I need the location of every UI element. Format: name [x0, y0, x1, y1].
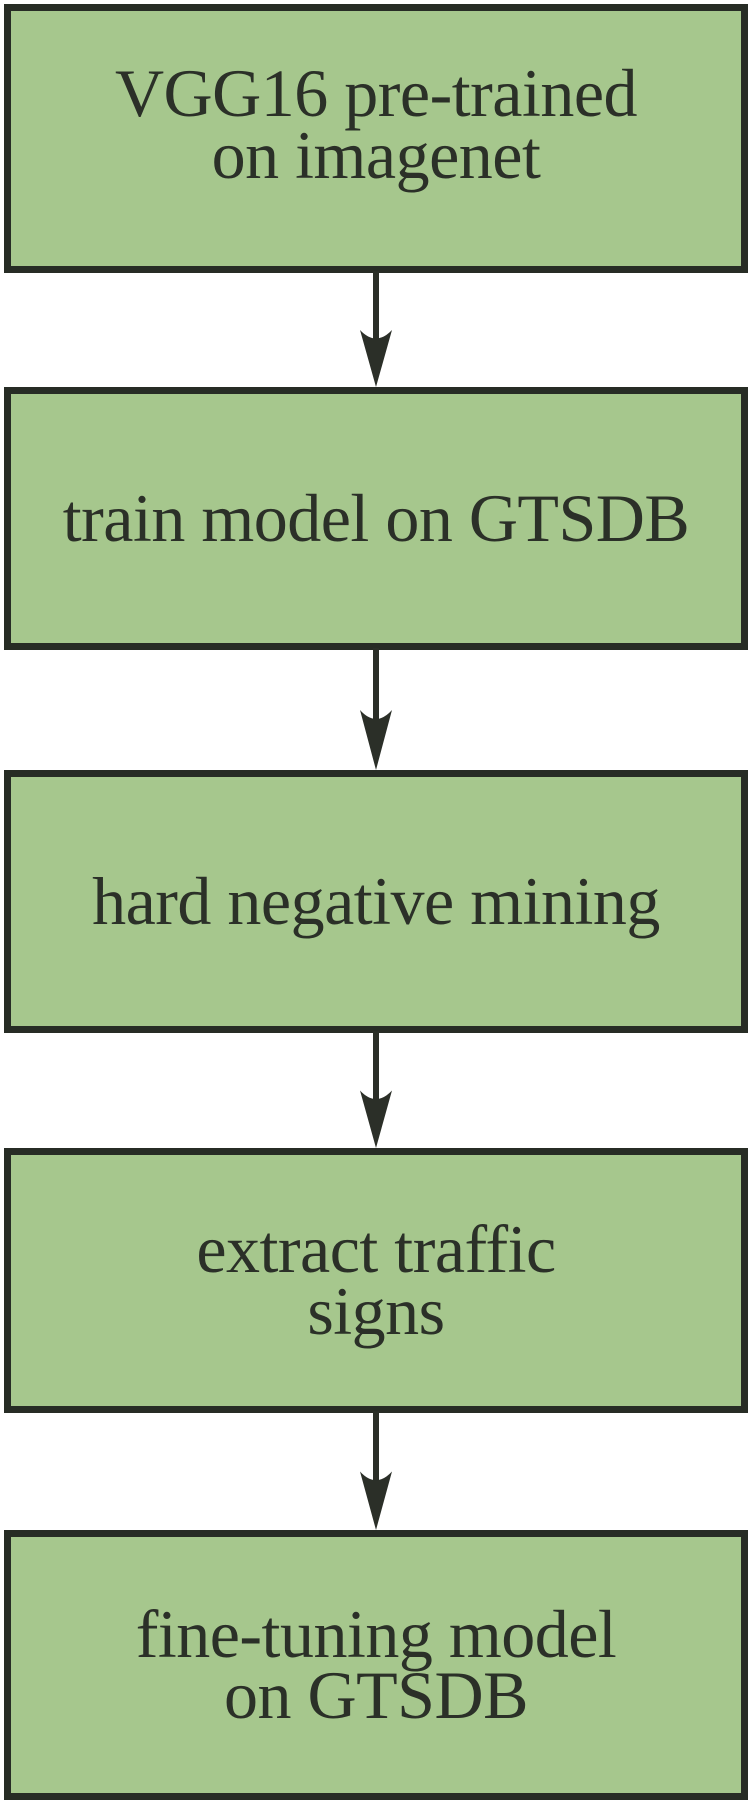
- label-line: on GTSDB: [224, 1657, 528, 1733]
- arrow-down-icon: [360, 648, 392, 770]
- label-line: fine-tuning model: [135, 1595, 617, 1672]
- arrow-down-icon: [360, 1031, 392, 1148]
- arrow-down-icon: [360, 1411, 392, 1530]
- label-line: hard negative mining: [92, 862, 660, 939]
- flow-node-label: extract traffic signs: [196, 1215, 556, 1344]
- flow-node-extract-traffic-signs: extract traffic signs: [4, 1148, 748, 1413]
- label-line: signs: [307, 1272, 445, 1349]
- flow-node-vgg16-pretrained: VGG16 pre-trained on imagenet: [4, 4, 748, 273]
- flow-node-hard-negative-mining: hard negative mining: [4, 770, 748, 1033]
- label-line: extract traffic: [196, 1211, 556, 1288]
- flow-node-label: VGG16 pre-trained on imagenet: [115, 59, 638, 188]
- label-line: VGG16 pre-trained: [114, 55, 638, 132]
- flow-node-label: fine-tuning model on GTSDB: [136, 1600, 617, 1729]
- flow-node-label: train model on GTSDB: [63, 484, 690, 552]
- label-line: on imagenet: [211, 116, 541, 193]
- label-line: train model on GTSDB: [62, 479, 690, 556]
- arrow-down-icon: [360, 271, 392, 387]
- flow-node-finetune-gtsdb: fine-tuning model on GTSDB: [4, 1530, 748, 1800]
- flow-node-label: hard negative mining: [92, 867, 660, 935]
- flow-node-train-gtsdb: train model on GTSDB: [4, 387, 748, 650]
